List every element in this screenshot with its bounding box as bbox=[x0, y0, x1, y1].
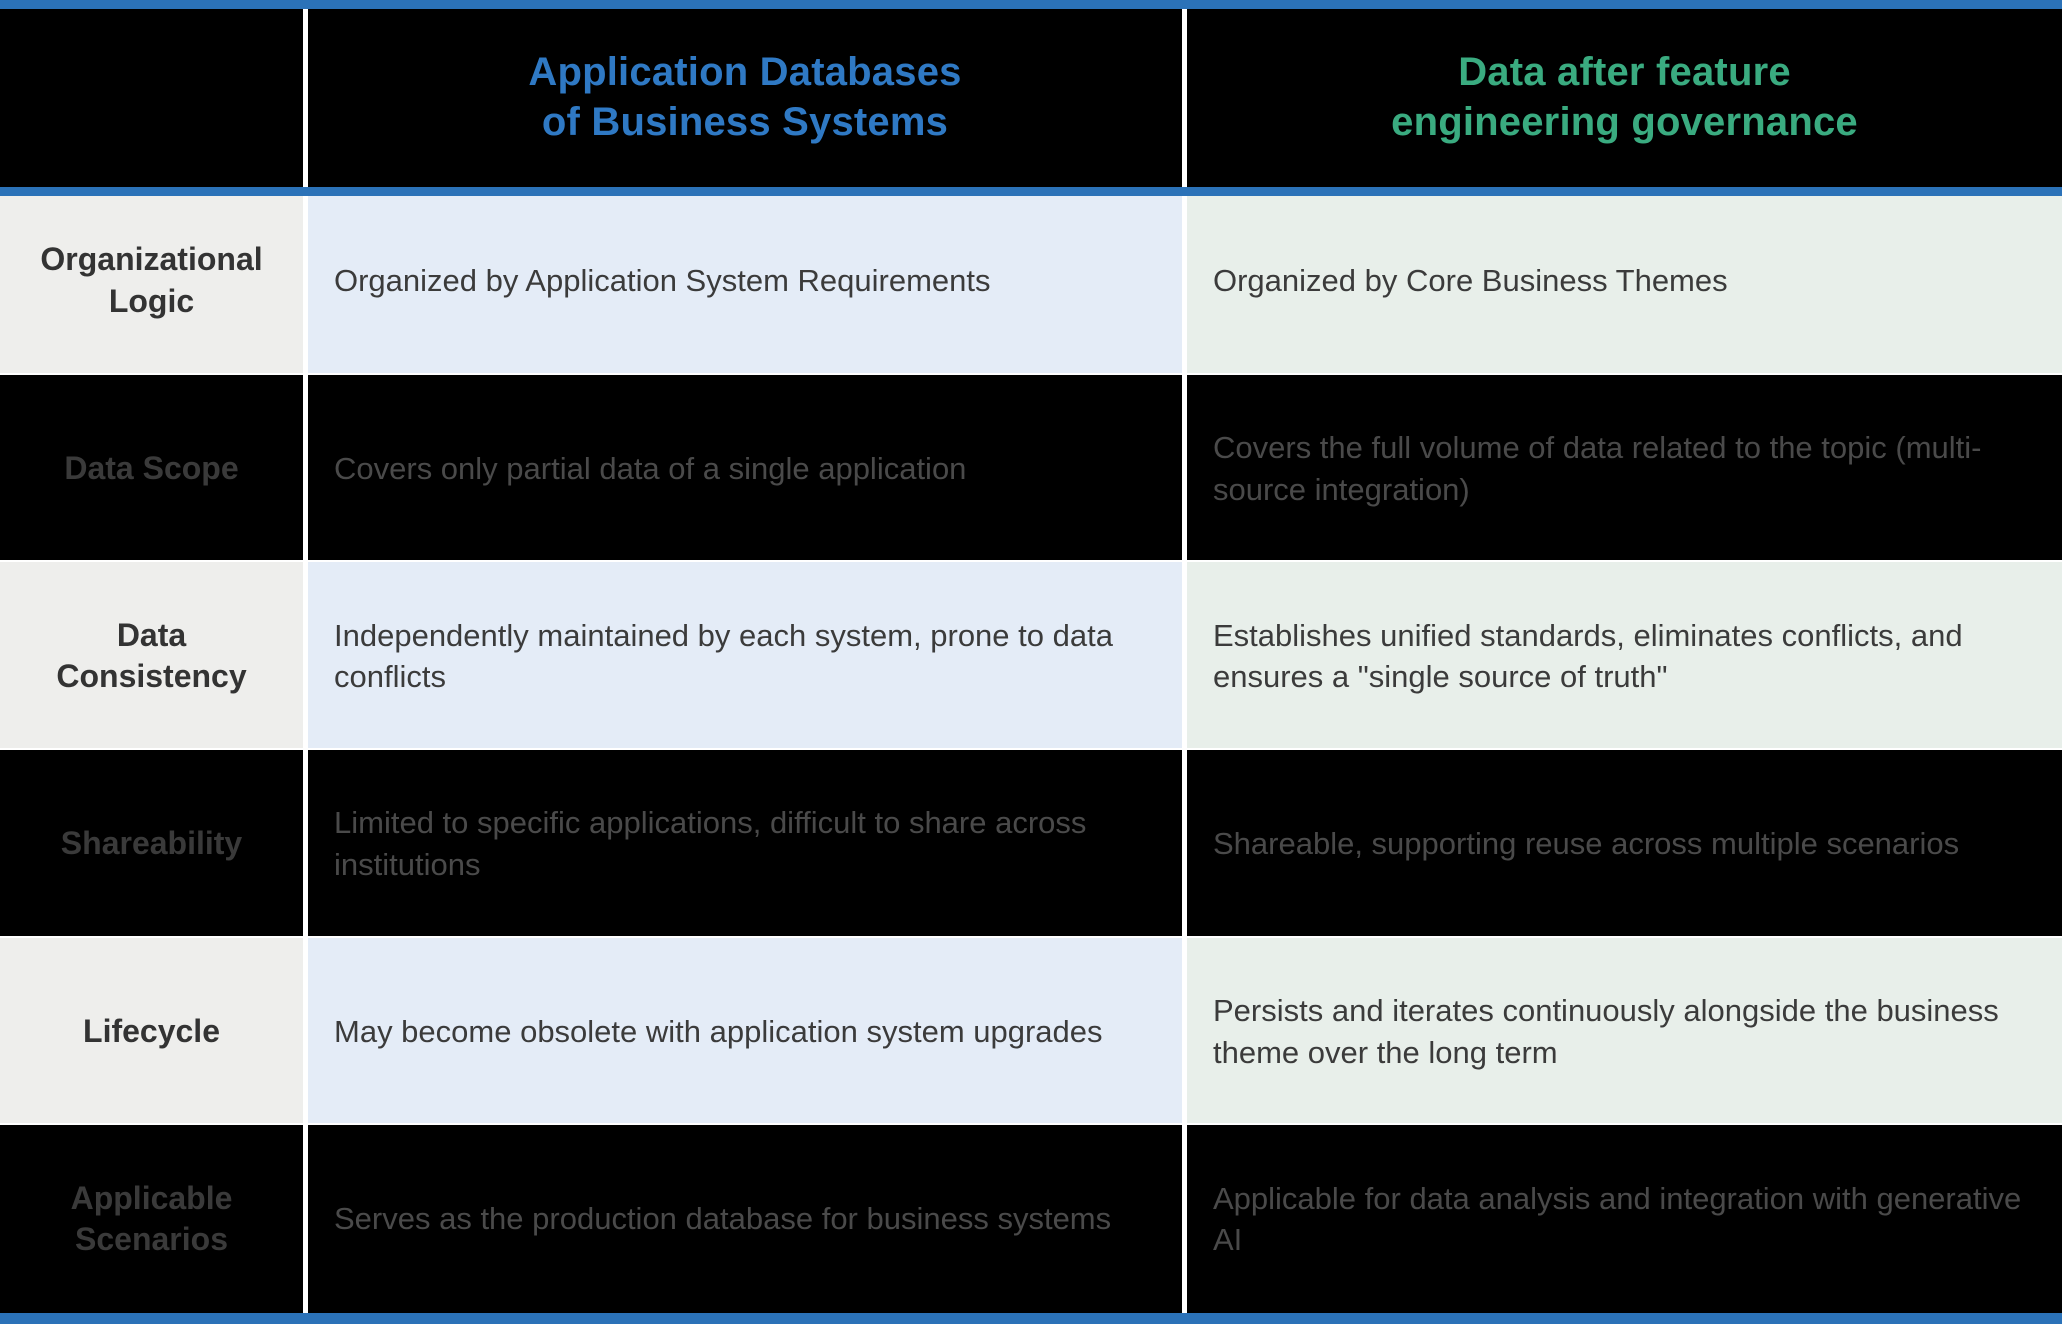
table-header-row: Application Databases of Business System… bbox=[0, 9, 2062, 196]
header-title-application-databases: Application Databases of Business System… bbox=[528, 50, 962, 144]
row-label-applicable-scenarios: Applicable Scenarios bbox=[0, 1125, 303, 1314]
cell-app-db-lifecycle: May become obsolete with application sys… bbox=[303, 937, 1182, 1126]
row-label-data-scope: Data Scope bbox=[0, 374, 303, 563]
header-title-governed-data: Data after feature engineering governanc… bbox=[1391, 50, 1858, 144]
table-row: Applicable Scenarios Serves as the produ… bbox=[0, 1123, 2062, 1314]
row-label-lifecycle: Lifecycle bbox=[0, 937, 303, 1126]
table-row: Lifecycle May become obsolete with appli… bbox=[0, 935, 2062, 1126]
cell-governed-data-consistency: Establishes unified standards, eliminate… bbox=[1182, 562, 2062, 751]
table-body: Organizational Logic Organized by Applic… bbox=[0, 187, 2062, 1314]
cell-app-db-data-consistency: Independently maintained by each system,… bbox=[303, 562, 1182, 751]
header-cell-application-databases: Application Databases of Business System… bbox=[303, 9, 1182, 187]
header-cell-governed-data: Data after feature engineering governanc… bbox=[1182, 9, 2062, 187]
table-row: Organizational Logic Organized by Applic… bbox=[0, 187, 2062, 375]
row-label-organizational-logic: Organizational Logic bbox=[0, 187, 303, 375]
cell-governed-applicable-scenarios: Applicable for data analysis and integra… bbox=[1182, 1125, 2062, 1314]
table-row: Shareability Limited to specific applica… bbox=[0, 748, 2062, 938]
header-cell-corner bbox=[0, 9, 303, 187]
cell-app-db-data-scope: Covers only partial data of a single app… bbox=[303, 374, 1182, 563]
cell-governed-shareability: Shareable, supporting reuse across multi… bbox=[1182, 750, 2062, 938]
cell-governed-lifecycle: Persists and iterates continuously along… bbox=[1182, 937, 2062, 1126]
row-label-shareability: Shareability bbox=[0, 750, 303, 938]
row-label-data-consistency: Data Consistency bbox=[0, 562, 303, 751]
cell-app-db-organizational-logic: Organized by Application System Requirem… bbox=[303, 187, 1182, 375]
cell-app-db-shareability: Limited to specific applications, diffic… bbox=[303, 750, 1182, 938]
cell-governed-data-scope: Covers the full volume of data related t… bbox=[1182, 374, 2062, 563]
cell-app-db-applicable-scenarios: Serves as the production database for bu… bbox=[303, 1125, 1182, 1314]
cell-governed-organizational-logic: Organized by Core Business Themes bbox=[1182, 187, 2062, 375]
table-row: Data Consistency Independently maintaine… bbox=[0, 560, 2062, 751]
table-row: Data Scope Covers only partial data of a… bbox=[0, 372, 2062, 563]
